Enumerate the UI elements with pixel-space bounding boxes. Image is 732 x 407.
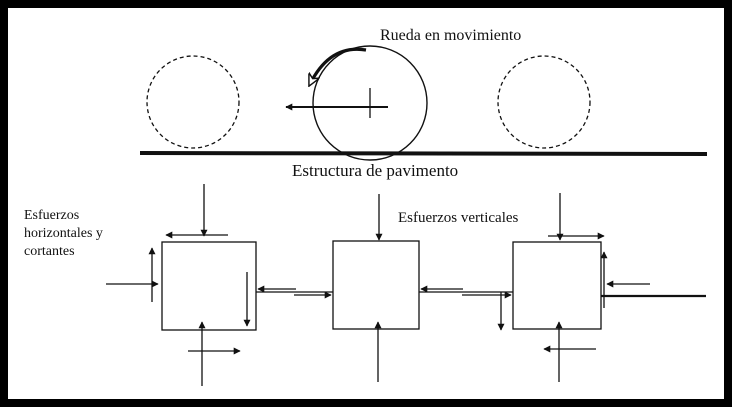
element-left-box xyxy=(161,241,257,331)
stress-element-right xyxy=(512,193,706,382)
wheel-current xyxy=(312,45,428,161)
stress-element-middle xyxy=(332,194,420,382)
vertical-stresses-label: Esfuerzos verticales xyxy=(398,210,519,226)
wheel-next-position xyxy=(497,55,591,149)
wheel-rotation-arrow xyxy=(310,47,367,84)
moving-wheel-label: Rueda en movimiento xyxy=(380,27,521,44)
pavement-line xyxy=(139,151,708,156)
stress-element-left xyxy=(106,184,257,386)
element-middle-box xyxy=(332,240,420,330)
connection-left-middle xyxy=(256,285,333,299)
wheel-previous-position xyxy=(146,55,240,149)
horizontal-stresses-line-1: Esfuerzos xyxy=(24,208,79,223)
horizontal-stresses-line-2: horizontales y xyxy=(24,226,103,241)
pavement-label: Estructura de pavimento xyxy=(292,161,458,180)
horizontal-stresses-label: Esfuerzos horizontales y cortantes xyxy=(24,208,106,259)
horizontal-stresses-line-3: cortantes xyxy=(24,244,75,259)
element-right-box xyxy=(512,241,602,330)
connection-middle-right xyxy=(419,285,513,331)
